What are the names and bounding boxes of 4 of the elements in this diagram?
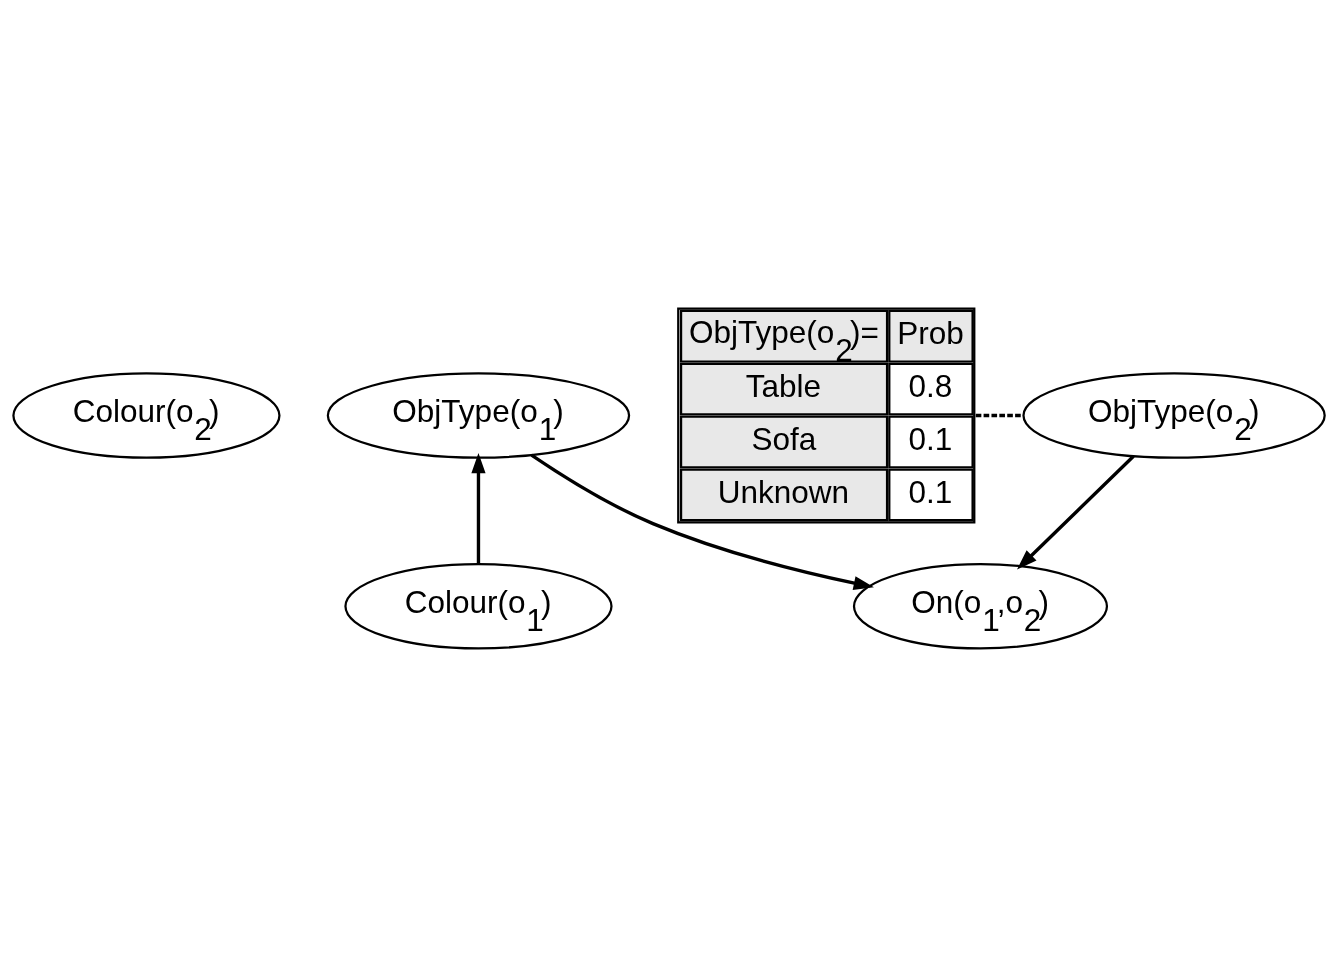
arrow (470, 452, 486, 564)
arrow (530, 453, 874, 591)
connector (975, 413, 1023, 418)
arrow (1016, 455, 1135, 570)
